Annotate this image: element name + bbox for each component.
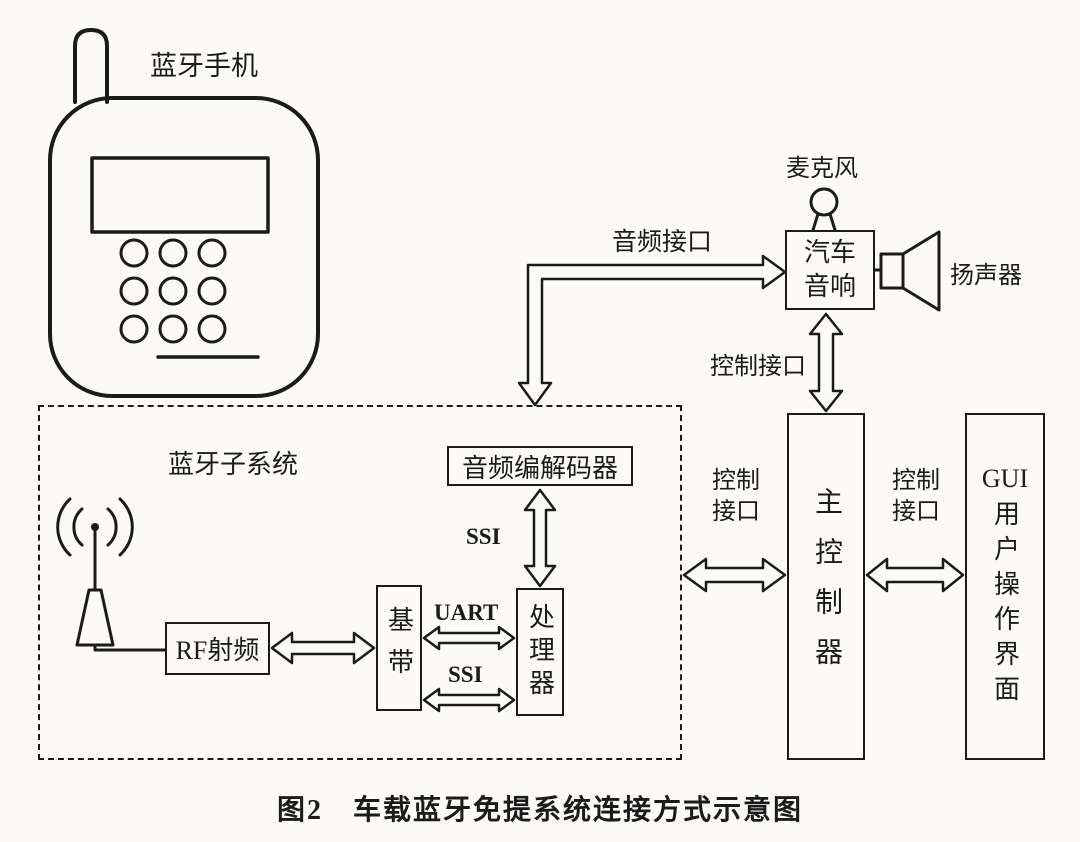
processor-label: 处理器	[525, 602, 555, 702]
gui-vertical-label: 用户操作界面	[990, 499, 1020, 710]
audio-interface-label: 音频接口	[612, 229, 713, 256]
main-controller-label: 主控制器	[811, 486, 842, 687]
arrow-uart-baseband-processor	[422, 625, 516, 651]
ssi-codec-label: SSI	[466, 524, 501, 549]
audio-codec-label: 音频编解码器	[461, 453, 618, 483]
arrow-audio-interface-elbow	[517, 254, 787, 407]
bluetooth-subsystem-label: 蓝牙子系统	[168, 450, 299, 479]
control-interface-label-top: 控制接口	[710, 354, 806, 380]
ssi-baseband-label: SSI	[448, 662, 483, 687]
bluetooth-subsystem-boundary	[38, 405, 682, 760]
audio-codec-block: 音频编解码器	[447, 446, 633, 486]
arrow-caraudio-controller	[808, 312, 844, 413]
baseband-label: 基带	[384, 606, 414, 690]
microphone-icon	[809, 187, 839, 232]
loudspeaker-icon	[875, 230, 941, 312]
rf-label: RF射频	[175, 636, 260, 665]
figure-caption: 图2 车载蓝牙免提系统连接方式示意图	[276, 795, 803, 826]
control-interface-label-right: 控制接口	[892, 468, 940, 526]
control-interface-label-left: 控制接口	[712, 468, 760, 526]
mobile-phone-icon	[48, 28, 320, 398]
arrow-ssi-baseband-processor	[422, 687, 516, 713]
uart-label: UART	[434, 600, 499, 625]
arrow-codec-processor	[523, 488, 557, 588]
car-audio-block: 汽车音响	[785, 230, 875, 310]
gui-panel-block: GUI 用户操作界面	[965, 413, 1045, 760]
processor-block: 处理器	[516, 588, 564, 716]
rf-block: RF射频	[165, 622, 270, 675]
baseband-block: 基带	[376, 585, 422, 711]
antenna-icon	[56, 497, 167, 652]
speaker-label: 扬声器	[950, 263, 1022, 289]
microphone-label: 麦克风	[786, 156, 858, 182]
arrow-subsystem-controller	[682, 557, 787, 593]
arrow-controller-gui	[865, 557, 965, 593]
gui-top-label: GUI	[981, 463, 1029, 493]
arrow-rf-baseband	[270, 631, 376, 665]
bluetooth-phone-label: 蓝牙手机	[150, 51, 258, 81]
car-audio-label: 汽车音响	[803, 238, 856, 301]
main-controller-block: 主控制器	[787, 413, 865, 760]
